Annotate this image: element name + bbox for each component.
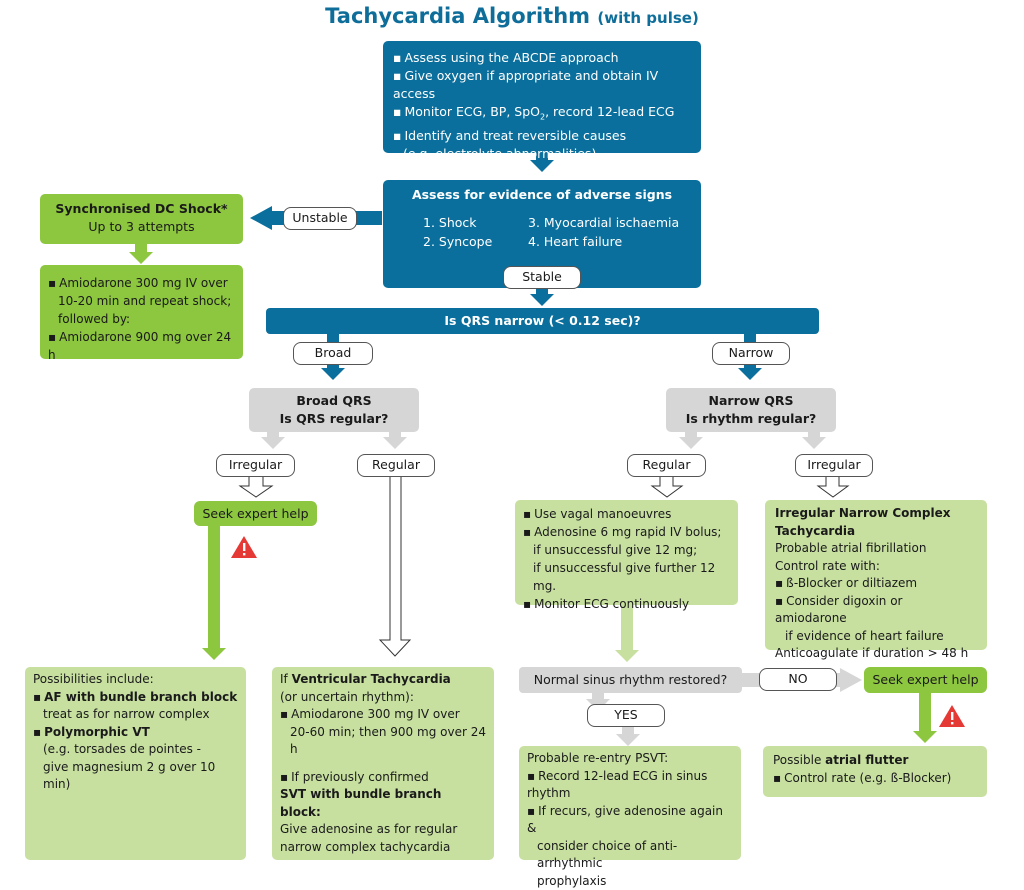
possibilities-af-sub: treat as for narrow complex xyxy=(33,706,238,724)
irregular-label: Irregular xyxy=(216,454,295,477)
vagal-line: Monitor ECG continuously xyxy=(523,595,730,613)
assess-box: Assess using the ABCDE approach Give oxy… xyxy=(383,41,701,153)
vt-uncertain: (or uncertain rhythm): xyxy=(280,689,486,707)
adverse-sign: 1. Shock xyxy=(423,214,477,232)
irregular-narrow-line: Anticoagulate if duration > 48 h xyxy=(775,645,977,663)
irregular-narrow-line: Control rate with: xyxy=(775,558,977,576)
broad-qrs-title: Broad QRS xyxy=(249,392,419,410)
psvt-line: Record 12-lead ECG in sinus rhythm xyxy=(527,768,733,803)
narrow-qrs-title: Narrow QRS xyxy=(666,392,836,410)
possibilities-box: Possibilities include: AF with bundle br… xyxy=(25,667,246,860)
seek-expert-help: Seek expert help xyxy=(864,667,987,693)
possibilities-af: AF with bundle branch block xyxy=(33,689,238,707)
possibilities-intro: Possibilities include: xyxy=(33,671,238,689)
vagal-line: if unsuccessful give further 12 mg. xyxy=(523,559,730,595)
vagal-line: Adenosine 6 mg rapid IV bolus; xyxy=(523,523,730,541)
vt-svt: SVT with bundle branch block: xyxy=(280,786,486,821)
qrs-narrow-question: Is QRS narrow (< 0.12 sec)? xyxy=(266,308,819,334)
regular-label: Regular xyxy=(627,454,706,477)
no-label: NO xyxy=(759,668,837,691)
narrow-qrs-box: Narrow QRS Is rhythm regular? xyxy=(666,388,836,432)
warning-icon xyxy=(231,536,257,558)
amiodarone-line: 10-20 min and repeat shock; xyxy=(48,292,235,310)
adverse-sign: 2. Syncope xyxy=(423,233,492,251)
vagal-box: Use vagal manoeuvres Adenosine 6 mg rapi… xyxy=(515,500,738,605)
irregular-narrow-line: Consider digoxin or amiodarone xyxy=(775,593,977,628)
assess-item: Assess using the ABCDE approach xyxy=(393,49,691,67)
vagal-line: if unsuccessful give 12 mg; xyxy=(523,541,730,559)
psvt-line: consider choice of anti-arrhythmic xyxy=(527,838,733,873)
dc-shock-sub: Up to 3 attempts xyxy=(40,218,243,236)
vt-confirmed: If previously confirmed xyxy=(280,769,486,787)
amiodarone-line: Amiodarone 300 mg IV over xyxy=(48,274,235,292)
vt-amiodarone: 20-60 min; then 900 mg over 24 h xyxy=(280,724,486,759)
irregular-narrow-box: Irregular Narrow Complex Tachycardia Pro… xyxy=(765,500,987,650)
vagal-line: Use vagal manoeuvres xyxy=(523,505,730,523)
amiodarone-line: followed by: xyxy=(48,310,235,328)
adverse-sign: 3. Myocardial ischaemia xyxy=(528,214,679,232)
broad-qrs-box: Broad QRS Is QRS regular? xyxy=(249,388,419,432)
vt-amiodarone: Amiodarone 300 mg IV over xyxy=(280,706,486,724)
psvt-line: If recurs, give adenosine again & xyxy=(527,803,733,838)
broad-label: Broad xyxy=(293,342,373,365)
title-main: Tachycardia Algorithm xyxy=(325,4,590,28)
irregular-label: Irregular xyxy=(795,454,873,477)
vt-heading: If Ventricular Tachycardia xyxy=(280,671,486,689)
vt-box: If Ventricular Tachycardia (or uncertain… xyxy=(272,667,494,860)
title-sub: (with pulse) xyxy=(597,9,698,27)
irregular-narrow-title: Tachycardia xyxy=(775,523,977,541)
irregular-narrow-line: Probable atrial fibrillation xyxy=(775,540,977,558)
amiodarone-box: Amiodarone 300 mg IV over 10-20 min and … xyxy=(40,265,243,359)
irregular-narrow-line: ß-Blocker or diltiazem xyxy=(775,575,977,593)
broad-qrs-question: Is QRS regular? xyxy=(249,410,419,428)
possibilities-poly: Polymorphic VT xyxy=(33,724,238,742)
narrow-qrs-question: Is rhythm regular? xyxy=(666,410,836,428)
assess-continuation: (e.g. electrolyte abnormalities) xyxy=(393,145,691,163)
unstable-label: Unstable xyxy=(283,207,357,230)
assess-item: Give oxygen if appropriate and obtain IV… xyxy=(393,67,691,103)
adverse-heading: Assess for evidence of adverse signs xyxy=(383,186,701,204)
yes-label: YES xyxy=(587,704,665,727)
flutter-title: Possible atrial flutter xyxy=(773,751,977,769)
regular-label: Regular xyxy=(357,454,435,477)
adverse-sign: 4. Heart failure xyxy=(528,233,622,251)
flutter-box: Possible atrial flutter Control rate (e.… xyxy=(763,746,987,797)
dc-shock-title: Synchronised DC Shock* xyxy=(40,200,243,218)
possibilities-poly-sub: (e.g. torsades de pointes - xyxy=(33,741,238,759)
seek-expert-help: Seek expert help xyxy=(194,501,317,526)
psvt-title: Probable re-entry PSVT: xyxy=(527,750,733,768)
warning-icon xyxy=(939,705,965,727)
vt-give: narrow complex tachycardia xyxy=(280,839,486,857)
stable-label: Stable xyxy=(503,266,581,289)
psvt-line: prophylaxis xyxy=(527,873,733,890)
sinus-rhythm-question: Normal sinus rhythm restored? xyxy=(519,667,742,693)
dc-shock-box: Synchronised DC Shock* Up to 3 attempts xyxy=(40,194,243,244)
narrow-label: Narrow xyxy=(712,342,790,365)
diagram-title: Tachycardia Algorithm (with pulse) xyxy=(0,4,1024,28)
vt-give: Give adenosine as for regular xyxy=(280,821,486,839)
irregular-narrow-line: if evidence of heart failure xyxy=(775,628,977,646)
assess-item: Identify and treat reversible causes xyxy=(393,127,691,145)
irregular-narrow-title: Irregular Narrow Complex xyxy=(775,505,977,523)
assess-item: Monitor ECG, BP, SpO2, record 12-lead EC… xyxy=(393,103,691,127)
possibilities-poly-sub: give magnesium 2 g over 10 min) xyxy=(33,759,238,794)
flutter-line: Control rate (e.g. ß-Blocker) xyxy=(773,769,977,787)
psvt-box: Probable re-entry PSVT: Record 12-lead E… xyxy=(519,746,741,860)
amiodarone-line: Amiodarone 900 mg over 24 h xyxy=(48,328,235,364)
